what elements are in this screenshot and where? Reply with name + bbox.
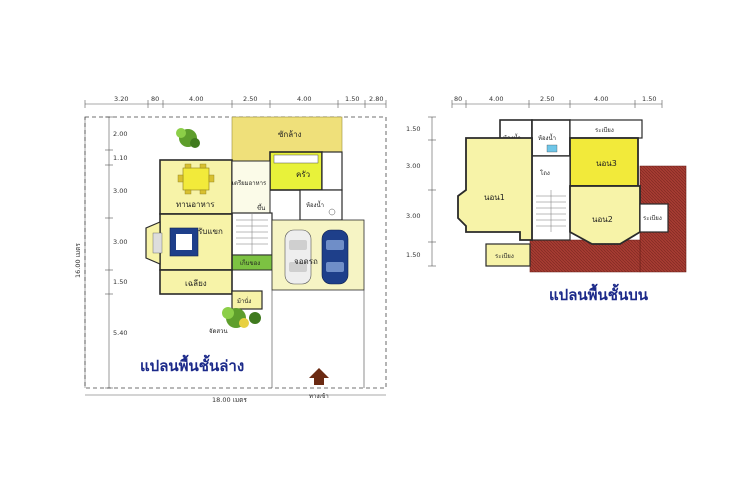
label-bench: ม้านั่ง bbox=[237, 297, 251, 305]
label-living: รับแขก bbox=[198, 227, 223, 236]
ground-top-dim-6: 1.50 bbox=[345, 95, 359, 103]
label-stair-up: ขึ้น bbox=[257, 202, 265, 212]
label-entrance: ทางเข้า bbox=[309, 393, 329, 400]
entrance-arrow-icon bbox=[309, 368, 329, 385]
balcony-right bbox=[639, 203, 669, 233]
car-white bbox=[284, 229, 312, 285]
label-garden: จัดสวน bbox=[209, 328, 228, 335]
ground-overall-width: 18.00 เมตร bbox=[212, 396, 247, 404]
ground-top-dim-5: 4.00 bbox=[297, 95, 311, 103]
label-upper-bath-2: ห้องน้ำ bbox=[538, 132, 556, 142]
ground-top-dimension: 3.20 80 4.00 2.50 4.00 1.50 2.80 bbox=[84, 95, 387, 108]
roof-bottom bbox=[529, 239, 641, 273]
car-blue bbox=[321, 229, 349, 285]
upper-top-dim-3: 2.50 bbox=[540, 95, 554, 103]
ground-left-dim-3: 3.00 bbox=[113, 187, 127, 195]
ground-left-dim-2: 1.10 bbox=[113, 154, 127, 162]
ground-top-dim-1: 3.20 bbox=[114, 95, 128, 103]
upper-left-dim-1: 1.50 bbox=[406, 125, 420, 133]
ground-left-dim-5: 1.50 bbox=[113, 278, 127, 286]
label-upper-bath-1: ห้องน้ำ bbox=[503, 132, 521, 142]
label-prep: เตรียมอาหาร bbox=[232, 179, 267, 187]
upper-left-dim-2: 3.00 bbox=[406, 162, 420, 170]
label-laundry: ซักล้าง bbox=[278, 130, 302, 139]
label-bedroom-3: นอน3 bbox=[596, 159, 617, 168]
upper-left-dim-3: 3.00 bbox=[406, 212, 420, 220]
upper-top-dim-2: 4.00 bbox=[489, 95, 503, 103]
plant-top bbox=[176, 128, 200, 148]
label-storage: เก็บของ bbox=[240, 258, 260, 267]
upper-top-dim-1: 80 bbox=[454, 95, 462, 103]
label-balcony-bottom: ระเบียง bbox=[495, 252, 514, 260]
ground-floor-plan: 3.20 80 4.00 2.50 4.00 1.50 2.80 2.00 1.… bbox=[74, 95, 387, 404]
label-bedroom-1: นอน1 bbox=[484, 193, 505, 202]
label-terrace: เฉลียง bbox=[185, 279, 207, 288]
ground-left-dim-4: 3.00 bbox=[113, 238, 127, 246]
label-carport: จอดรถ bbox=[294, 257, 318, 266]
ground-top-dim-2: 80 bbox=[151, 95, 159, 103]
ground-left-dimension: 2.00 1.10 3.00 3.00 1.50 5.40 16.00 เมตร bbox=[74, 116, 127, 389]
bedroom-2 bbox=[569, 185, 641, 245]
ground-left-dim-6: 5.40 bbox=[113, 329, 127, 337]
terrace bbox=[159, 269, 233, 295]
balcony-bottom bbox=[485, 243, 531, 267]
ground-top-dim-7: 2.80 bbox=[369, 95, 383, 103]
label-kitchen: ครัว bbox=[296, 170, 310, 179]
ground-overall-depth: 16.00 เมตร bbox=[74, 243, 82, 278]
ground-top-dim-3: 4.00 bbox=[189, 95, 203, 103]
ground-top-dim-4: 2.50 bbox=[243, 95, 257, 103]
upper-floor-plan: 80 4.00 2.50 4.00 1.50 1.50 3.00 3.00 1.… bbox=[406, 95, 687, 304]
bench-area bbox=[231, 290, 263, 310]
label-balcony-right: ระเบียง bbox=[643, 214, 662, 222]
label-ground-bath: ห้องน้ำ bbox=[306, 199, 324, 209]
upper-floor-title: แปลนพื้นชั้นบน bbox=[549, 283, 649, 304]
upper-left-dim-4: 1.50 bbox=[406, 251, 420, 259]
label-bedroom-2: นอน2 bbox=[592, 215, 613, 224]
ground-left-dim-1: 2.00 bbox=[113, 130, 127, 138]
label-dining: ทานอาหาร bbox=[176, 200, 215, 209]
upper-top-dim-4: 4.00 bbox=[594, 95, 608, 103]
ground-floor-title: แปลนพื้นชั้นล่าง bbox=[140, 354, 244, 375]
plant-garden bbox=[222, 307, 261, 328]
label-balcony-top: ระเบียง bbox=[595, 126, 614, 134]
upper-top-dimension: 80 4.00 2.50 4.00 1.50 bbox=[451, 95, 663, 108]
bedroom-1 bbox=[457, 137, 533, 241]
upper-left-dimension: 1.50 3.00 3.00 1.50 bbox=[406, 116, 436, 267]
upper-top-dim-5: 1.50 bbox=[642, 95, 656, 103]
label-hall: โถง bbox=[540, 169, 550, 177]
dining-table bbox=[182, 167, 210, 191]
